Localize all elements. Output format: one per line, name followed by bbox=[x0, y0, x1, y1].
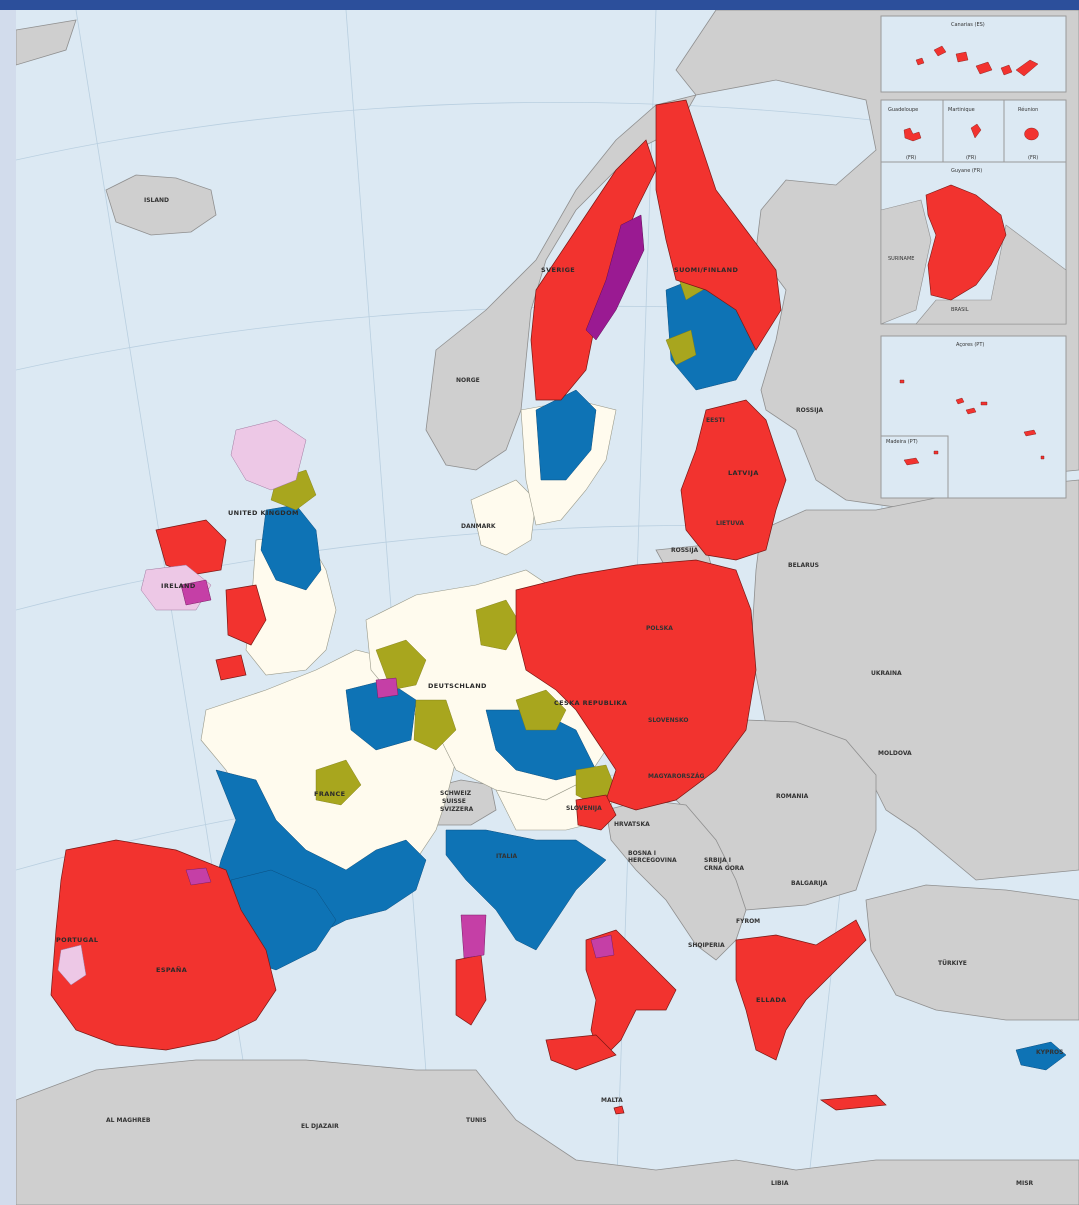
top-title-bar bbox=[0, 0, 1079, 10]
inset-reunion-title: Réunion bbox=[1018, 106, 1038, 113]
inset-acores-title: Açores (PT) bbox=[956, 342, 984, 348]
inset-guyane: Guyane (FR) SURINAME BRASIL bbox=[880, 161, 1067, 325]
inset-suriname: SURINAME bbox=[888, 256, 914, 262]
east-land bbox=[750, 479, 1079, 881]
magenta-regions bbox=[180, 579, 615, 959]
label-iceland: ISLAND bbox=[144, 197, 169, 204]
inset-fr-2: (FR) bbox=[966, 155, 976, 161]
inset-dom: Guadeloupe Martinique Réunion (FR) (FR) … bbox=[880, 99, 1067, 163]
label-bulgaria: BALGARIJA bbox=[791, 880, 828, 887]
label-eesti: EESTI bbox=[706, 417, 725, 424]
label-ceska: CESKA REPUBLIKA bbox=[554, 699, 627, 707]
label-schweiz-1: SCHWEIZ bbox=[440, 790, 472, 797]
label-ellada: ELLADA bbox=[756, 996, 787, 1004]
label-polska: POLSKA bbox=[646, 625, 673, 632]
label-srbija-2: CRNA GORA bbox=[704, 865, 744, 872]
label-almaghreb: AL MAGHREB bbox=[106, 1117, 151, 1124]
label-norge: NORGE bbox=[456, 377, 480, 384]
central-europe-red bbox=[515, 559, 757, 811]
cyprus-land bbox=[1015, 1041, 1067, 1071]
label-bih-2: HERCEGOVINA bbox=[628, 857, 677, 864]
label-fyrom: FYROM bbox=[736, 918, 760, 925]
label-schweiz-3: SVIZZERA bbox=[440, 806, 474, 813]
label-malta: MALTA bbox=[601, 1097, 623, 1104]
label-deutschland: DEUTSCHLAND bbox=[428, 682, 487, 690]
inset-brasil: BRASIL bbox=[951, 307, 969, 313]
label-latvija: LATVIJA bbox=[728, 469, 759, 477]
inset-guyane-title: Guyane (FR) bbox=[951, 168, 982, 174]
left-sidebar-strip bbox=[0, 10, 16, 1205]
label-france: FRANCE bbox=[314, 790, 346, 798]
label-shqiperia: SHQIPERIA bbox=[688, 942, 725, 949]
label-espana: ESPAÑA bbox=[156, 965, 187, 974]
inset-fr-3: (FR) bbox=[1028, 155, 1038, 161]
north-africa-land bbox=[16, 1059, 1079, 1205]
red-regions bbox=[50, 99, 887, 1115]
label-slovensko: SLOVENSKO bbox=[648, 717, 688, 724]
iceland-land bbox=[105, 174, 217, 236]
label-misr: MISR bbox=[1016, 1180, 1034, 1187]
blue-regions bbox=[210, 269, 1067, 1071]
label-slovenija: SLOVENIJA bbox=[566, 805, 602, 812]
label-kypros: KYPROS bbox=[1036, 1049, 1063, 1056]
inset-martinique-title: Martinique bbox=[948, 107, 975, 113]
inset-madeira-title: Madeira (PT) bbox=[886, 439, 918, 445]
label-magyarorszag: MAGYARORSZÁG bbox=[648, 773, 704, 780]
turkey-land bbox=[865, 884, 1079, 1021]
label-rossija-kaliningrad: ROSSIJA bbox=[671, 547, 699, 554]
inset-canarias: Canarias (ES) bbox=[880, 15, 1067, 93]
label-lietuva: LIETUVA bbox=[716, 520, 744, 527]
baltic-red bbox=[680, 399, 787, 561]
label-hrvatska: HRVATSKA bbox=[614, 821, 650, 828]
label-srbija-1: SRBIJA I bbox=[704, 857, 731, 864]
label-sverige: SVERIGE bbox=[541, 266, 575, 274]
label-portugal: PORTUGAL bbox=[56, 936, 98, 944]
inset-guadeloupe-title: Guadeloupe bbox=[888, 107, 918, 113]
purple-regions bbox=[585, 214, 645, 341]
label-suomi: SUOMI/FINLAND bbox=[674, 266, 738, 274]
country-labels: ISLAND NORGE SVERIGE SUOMI/FINLAND EESTI… bbox=[56, 197, 1063, 1187]
olive-regions bbox=[175, 259, 712, 971]
italy-south-red bbox=[585, 929, 677, 1061]
label-danmark: DANMARK bbox=[461, 523, 496, 530]
label-rossija-north: ROSSIJA bbox=[796, 407, 824, 414]
label-italia: ITALIA bbox=[496, 853, 518, 860]
label-ukraina: UKRAINA bbox=[871, 670, 902, 677]
label-libya: LIBIA bbox=[771, 1180, 789, 1187]
label-schweiz-2: SUISSE bbox=[442, 798, 466, 805]
label-uk: UNITED KINGDOM bbox=[228, 509, 299, 517]
label-romania: ROMANIA bbox=[776, 793, 809, 800]
greece-red bbox=[735, 919, 867, 1061]
inset-fr-1: (FR) bbox=[906, 155, 916, 161]
label-bih-1: BOSNA I bbox=[628, 850, 656, 857]
norway-land bbox=[425, 94, 697, 471]
label-turkiye: TÜRKIYE bbox=[938, 960, 967, 967]
inset-acores-madeira: Açores (PT) Madeira (PT) bbox=[880, 335, 1067, 499]
europe-regional-map: ISLAND NORGE SVERIGE SUOMI/FINLAND EESTI… bbox=[16, 10, 1079, 1205]
label-belarus: BELARUS bbox=[788, 562, 819, 569]
label-ireland: IRELAND bbox=[161, 582, 196, 590]
inset-canarias-title: Canarias (ES) bbox=[951, 22, 985, 28]
label-moldova: MOLDOVA bbox=[878, 750, 912, 757]
iberia-red bbox=[50, 839, 277, 1051]
label-tunis: TUNIS bbox=[466, 1117, 487, 1124]
label-aljazair: EL DJAZAIR bbox=[301, 1123, 339, 1130]
suomi-red bbox=[655, 99, 782, 351]
